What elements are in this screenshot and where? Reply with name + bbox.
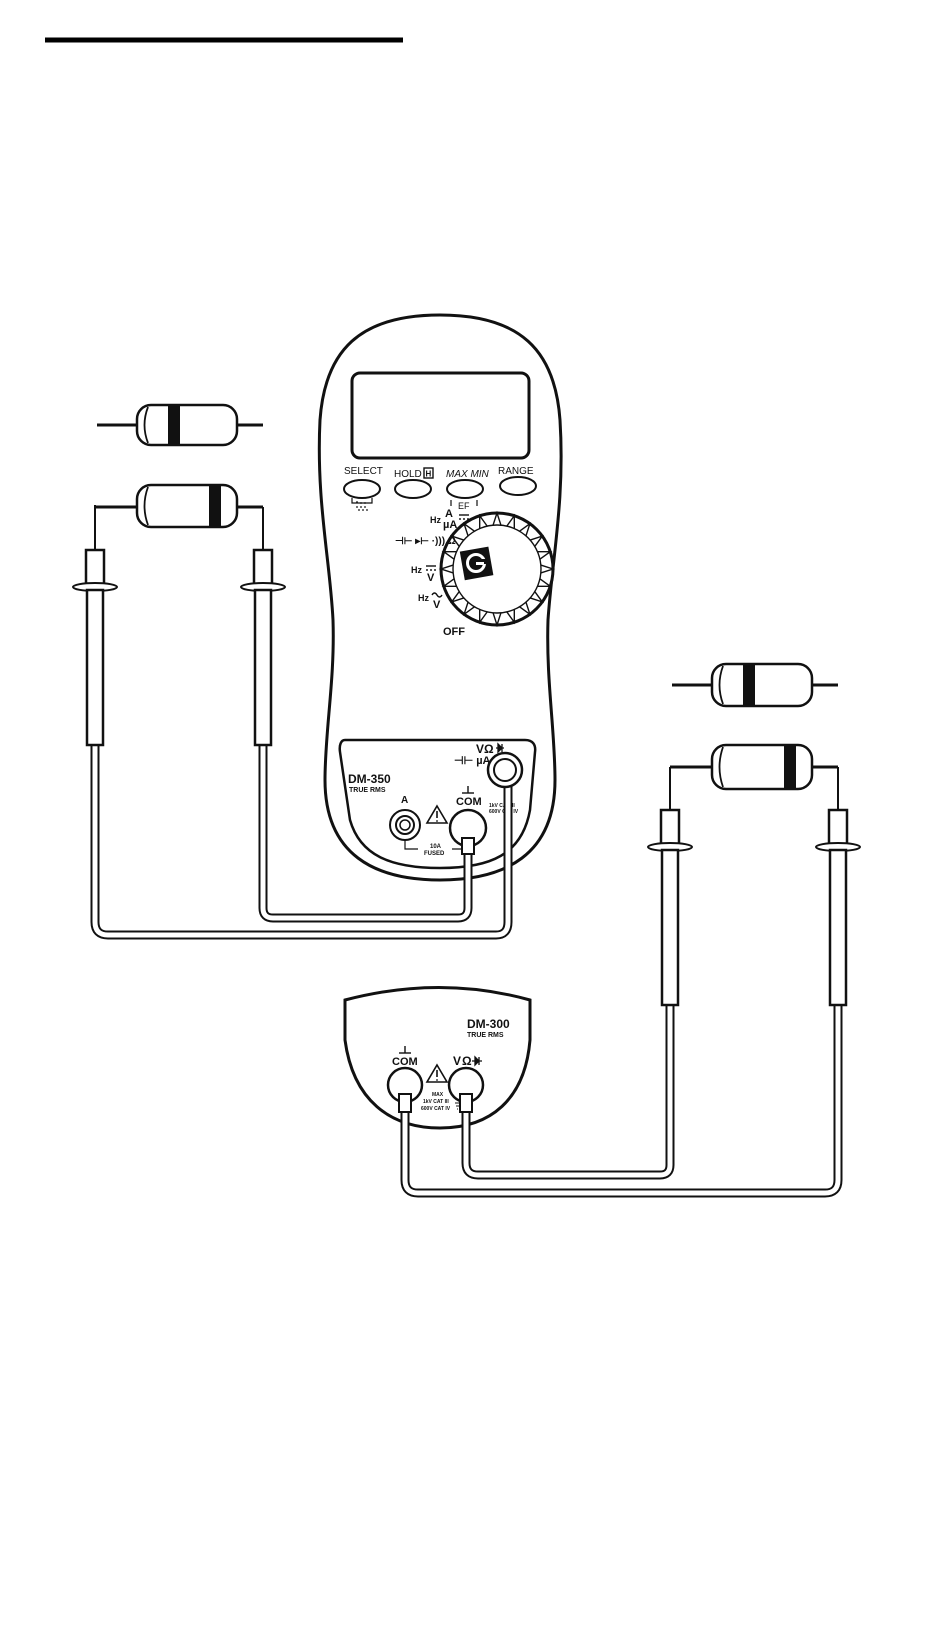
dm350-cap-ua-label: ⊣⊢ µA xyxy=(454,754,491,767)
dm350-display xyxy=(352,373,529,458)
a-jack-hole xyxy=(400,820,410,830)
dm300-max: MAX xyxy=(432,1092,444,1098)
dm350-vohm-label: VΩ xyxy=(476,742,494,756)
dm350-vohm-plug[interactable] xyxy=(488,753,522,787)
hold-button[interactable] xyxy=(395,480,431,498)
range-button[interactable] xyxy=(500,477,536,495)
select-button[interactable] xyxy=(344,480,380,498)
dm300-rating2: 600V CAT IV xyxy=(421,1106,451,1112)
dial-hz-vac: Hz xyxy=(418,593,429,603)
dm300-probe-left[interactable] xyxy=(648,767,692,1005)
dm350-com-label: COM xyxy=(456,796,482,808)
dial-hz-vdc: Hz xyxy=(411,565,422,575)
dm300-model: DM-300 xyxy=(467,1017,510,1031)
dm300-v-label: V xyxy=(453,1054,461,1068)
dm350-fused: FUSED xyxy=(424,851,445,857)
hold-label: HOLD xyxy=(394,469,422,480)
dial-vdc: V xyxy=(427,572,435,584)
maxmin-button[interactable] xyxy=(447,480,483,498)
dial-hz-a: Hz xyxy=(430,515,441,525)
diode-component-under-test-left xyxy=(95,485,263,550)
dial-cap-diode-ohm: ⊣⊢ ▸⊢ ·))) Ω xyxy=(395,536,456,547)
diode-component-top-left xyxy=(97,405,263,445)
dm350-meter: SELECT HOLD H MAX MIN RANGE EF Hz A µA xyxy=(319,315,561,880)
rotary-dial[interactable] xyxy=(441,513,553,625)
hold-badge-label: H xyxy=(426,470,432,479)
dm300-true-rms: TRUE RMS xyxy=(467,1032,504,1039)
dm300-com-label: COM xyxy=(392,1056,418,1068)
diode-component-under-test-right xyxy=(670,745,838,789)
maxmin-label: MAX MIN xyxy=(446,469,490,480)
dm300-probe-right[interactable] xyxy=(816,767,860,1005)
dial-off: OFF xyxy=(443,626,465,638)
dm300-meter: DM-300 TRUE RMS COM V Ω MAX 1kV CAT III … xyxy=(345,988,530,1129)
dial-ua: µA xyxy=(443,519,457,531)
diode-component-top-right xyxy=(672,664,838,706)
range-label: RANGE xyxy=(498,466,534,477)
dm350-model: DM-350 xyxy=(348,772,391,786)
ef-label: EF xyxy=(458,501,470,511)
dial-vac: V xyxy=(433,599,441,611)
dm350-true-rms: TRUE RMS xyxy=(349,787,386,794)
dm300-rating1: 1kV CAT III xyxy=(423,1099,449,1105)
logo-bar xyxy=(476,562,484,565)
select-label: SELECT xyxy=(344,466,383,477)
dm300-ohm-symbol: Ω xyxy=(462,1054,472,1068)
dm350-fused-10a: 10A xyxy=(430,844,442,850)
dm350-a-label: A xyxy=(401,795,408,806)
